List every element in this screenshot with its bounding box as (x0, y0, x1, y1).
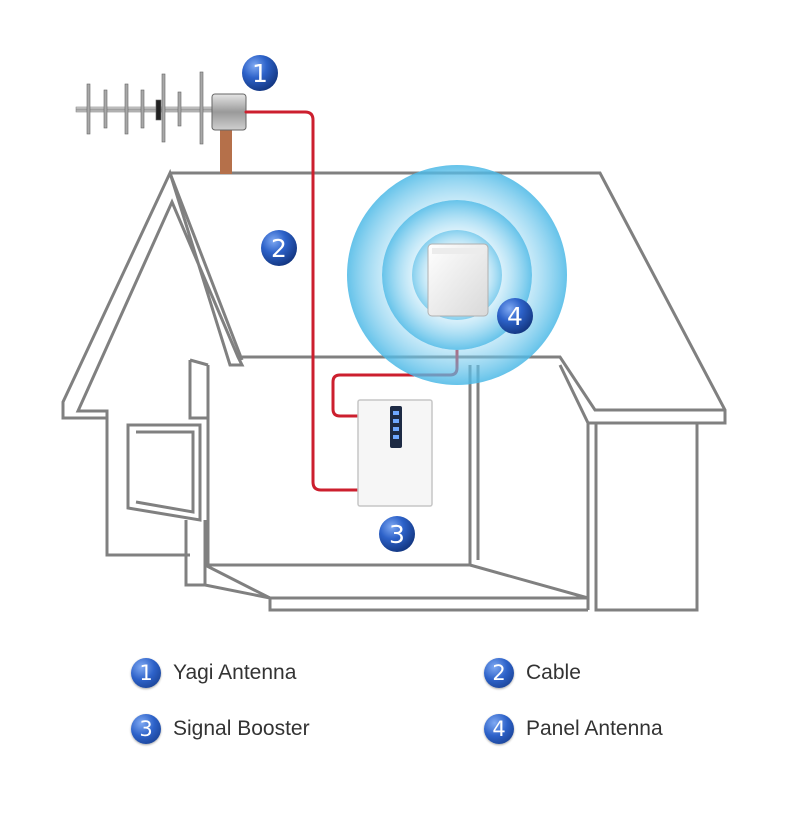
antenna-connector-box (211, 93, 247, 131)
interior-left-wall-top (189, 358, 209, 367)
front-gable-roof (61, 168, 245, 420)
panel-antenna (427, 243, 489, 317)
floor-right (469, 563, 589, 600)
cable-outdoor-to-booster (244, 110, 360, 492)
interior-floor (203, 565, 588, 612)
signal-booster-unit (357, 399, 433, 507)
antenna-elements (86, 71, 204, 145)
interior-back-wall (206, 365, 472, 567)
front-gable-wall (105, 418, 190, 557)
floor-edge (204, 563, 588, 600)
front-gable-wall-right (188, 360, 208, 420)
window-frame (126, 423, 202, 522)
badge-panel: 4 (497, 298, 533, 334)
badge-booster: 3 (379, 516, 415, 552)
roof-eave-lower (558, 364, 590, 610)
badge-booster-number: 3 (389, 520, 405, 549)
badge-yagi: 1 (242, 55, 278, 91)
badge-yagi-number: 1 (252, 59, 268, 88)
badge-panel-number: 4 (507, 302, 523, 331)
badge-cable-number: 2 (271, 234, 287, 263)
antenna-boom (75, 106, 227, 113)
right-wall (594, 423, 699, 612)
window-inner (135, 430, 195, 514)
front-gable-inner (168, 172, 244, 361)
antenna-mast (220, 124, 232, 174)
badge-cable: 2 (261, 230, 297, 266)
window-sill (184, 520, 207, 587)
yagi-antenna (75, 71, 247, 174)
